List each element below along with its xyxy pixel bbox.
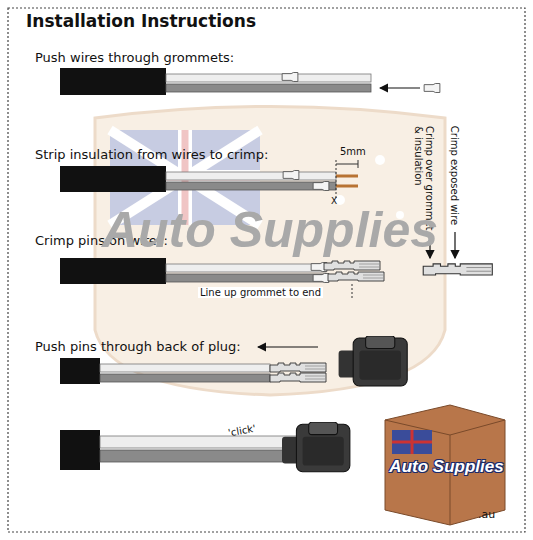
- dimension: 5mm: [340, 146, 366, 157]
- step-heading: Push pins through back of plug:: [35, 339, 241, 354]
- watermark: Auto Supplies: [100, 205, 440, 255]
- step-heading: Push wires through grommets:: [35, 50, 234, 65]
- callout-note: Crimp exposed wire: [449, 125, 460, 224]
- logo-text: Auto Supplies: [388, 458, 505, 475]
- step-heading: Strip insulation from wires to crimp:: [35, 147, 268, 162]
- title: Installation Instructions: [26, 11, 256, 31]
- callout-note: Line up grommet to end: [198, 287, 323, 298]
- logo-domain: .au: [478, 508, 495, 521]
